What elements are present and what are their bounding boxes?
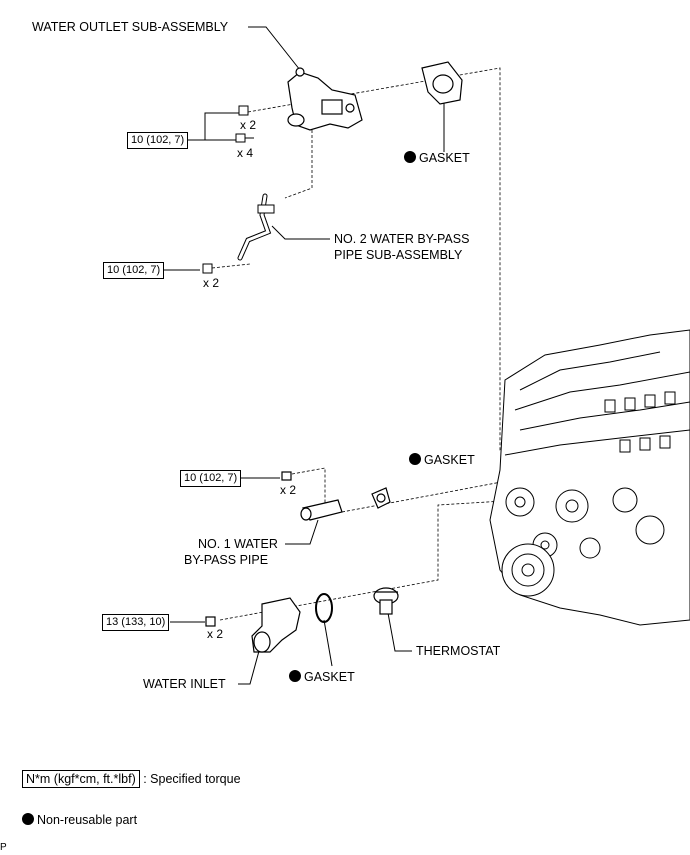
assembly-line-pipe-bolt [211,263,251,269]
bypass-no1-qty: x 2 [280,483,297,497]
bypass-no2-leader [271,225,330,240]
thermostat-leader [387,612,412,652]
water-outlet-leader [248,26,301,71]
inlet-bolt [205,616,216,627]
bypass-no2-label-line1: NO. 2 WATER BY-PASS [334,232,470,246]
outlet-fasteners [235,105,254,143]
gasket-bottom-part [315,593,333,623]
water-outlet-part [287,67,363,131]
legend-torque: N*m (kgf*cm, ft.*lbf) : Specified torque [22,770,241,788]
torque-bypass-no2-box: 10 (102, 7) [103,262,165,279]
assembly-line-mid [341,479,513,513]
thermostat-label: THERMOSTAT [416,644,501,658]
water-inlet-label: WATER INLET [143,677,226,691]
gasket-bottom-label: GASKET [289,670,355,685]
torque-outlet-box: 10 (102, 7) [127,132,189,149]
bypass-no1-label-line1: NO. 1 WATER [198,537,278,551]
assembly-line-pipe [284,125,313,199]
gasket-bottom-leader [323,619,333,667]
bypass-pipe-no1-part [281,471,343,521]
legend-torque-box: N*m (kgf*cm, ft.*lbf) [22,770,140,788]
bypass-no2-qty: x 2 [203,276,220,290]
outlet-bolt-qty: x 4 [237,146,254,160]
legend-nonreusable: Non-reusable part [22,812,137,828]
gasket-top-label: GASKET [404,151,470,166]
water-inlet-leader [238,639,263,685]
assembly-line-bottom [219,499,521,621]
gasket-mid-part [371,487,391,509]
bypass-no1-leader [285,519,319,545]
thermostat-part [373,587,399,615]
bypass-no1-bolt [281,471,292,481]
bypass-no2-label-line2: PIPE SUB-ASSEMBLY [334,248,463,262]
inlet-qty: x 2 [207,627,224,641]
nonreusable-mark-icon [289,670,301,682]
bypass-no2-bolt [202,263,213,274]
legend-torque-text: : Specified torque [143,772,241,786]
gasket-top-part [421,61,463,105]
water-inlet-part [205,597,301,653]
nonreusable-mark-icon [22,813,34,825]
assembly-line-no1-bolt [291,467,326,510]
nonreusable-mark-icon [409,453,421,465]
bypass-no1-label-line2: BY-PASS PIPE [184,553,269,567]
nonreusable-mark-icon [404,151,416,163]
torque-inlet-box: 13 (133, 10) [102,614,170,631]
outlet-nut-qty: x 2 [240,118,257,132]
torque-bypass-no1-box: 10 (102, 7) [180,470,242,487]
gasket-mid-label: GASKET [409,453,475,468]
water-outlet-label: WATER OUTLET SUB-ASSEMBLY [32,20,229,34]
torque-outlet-leader [186,112,240,141]
legend-nonreusable-text: Non-reusable part [37,813,138,827]
engine-block [489,329,690,626]
corner-mark: P [0,842,7,853]
